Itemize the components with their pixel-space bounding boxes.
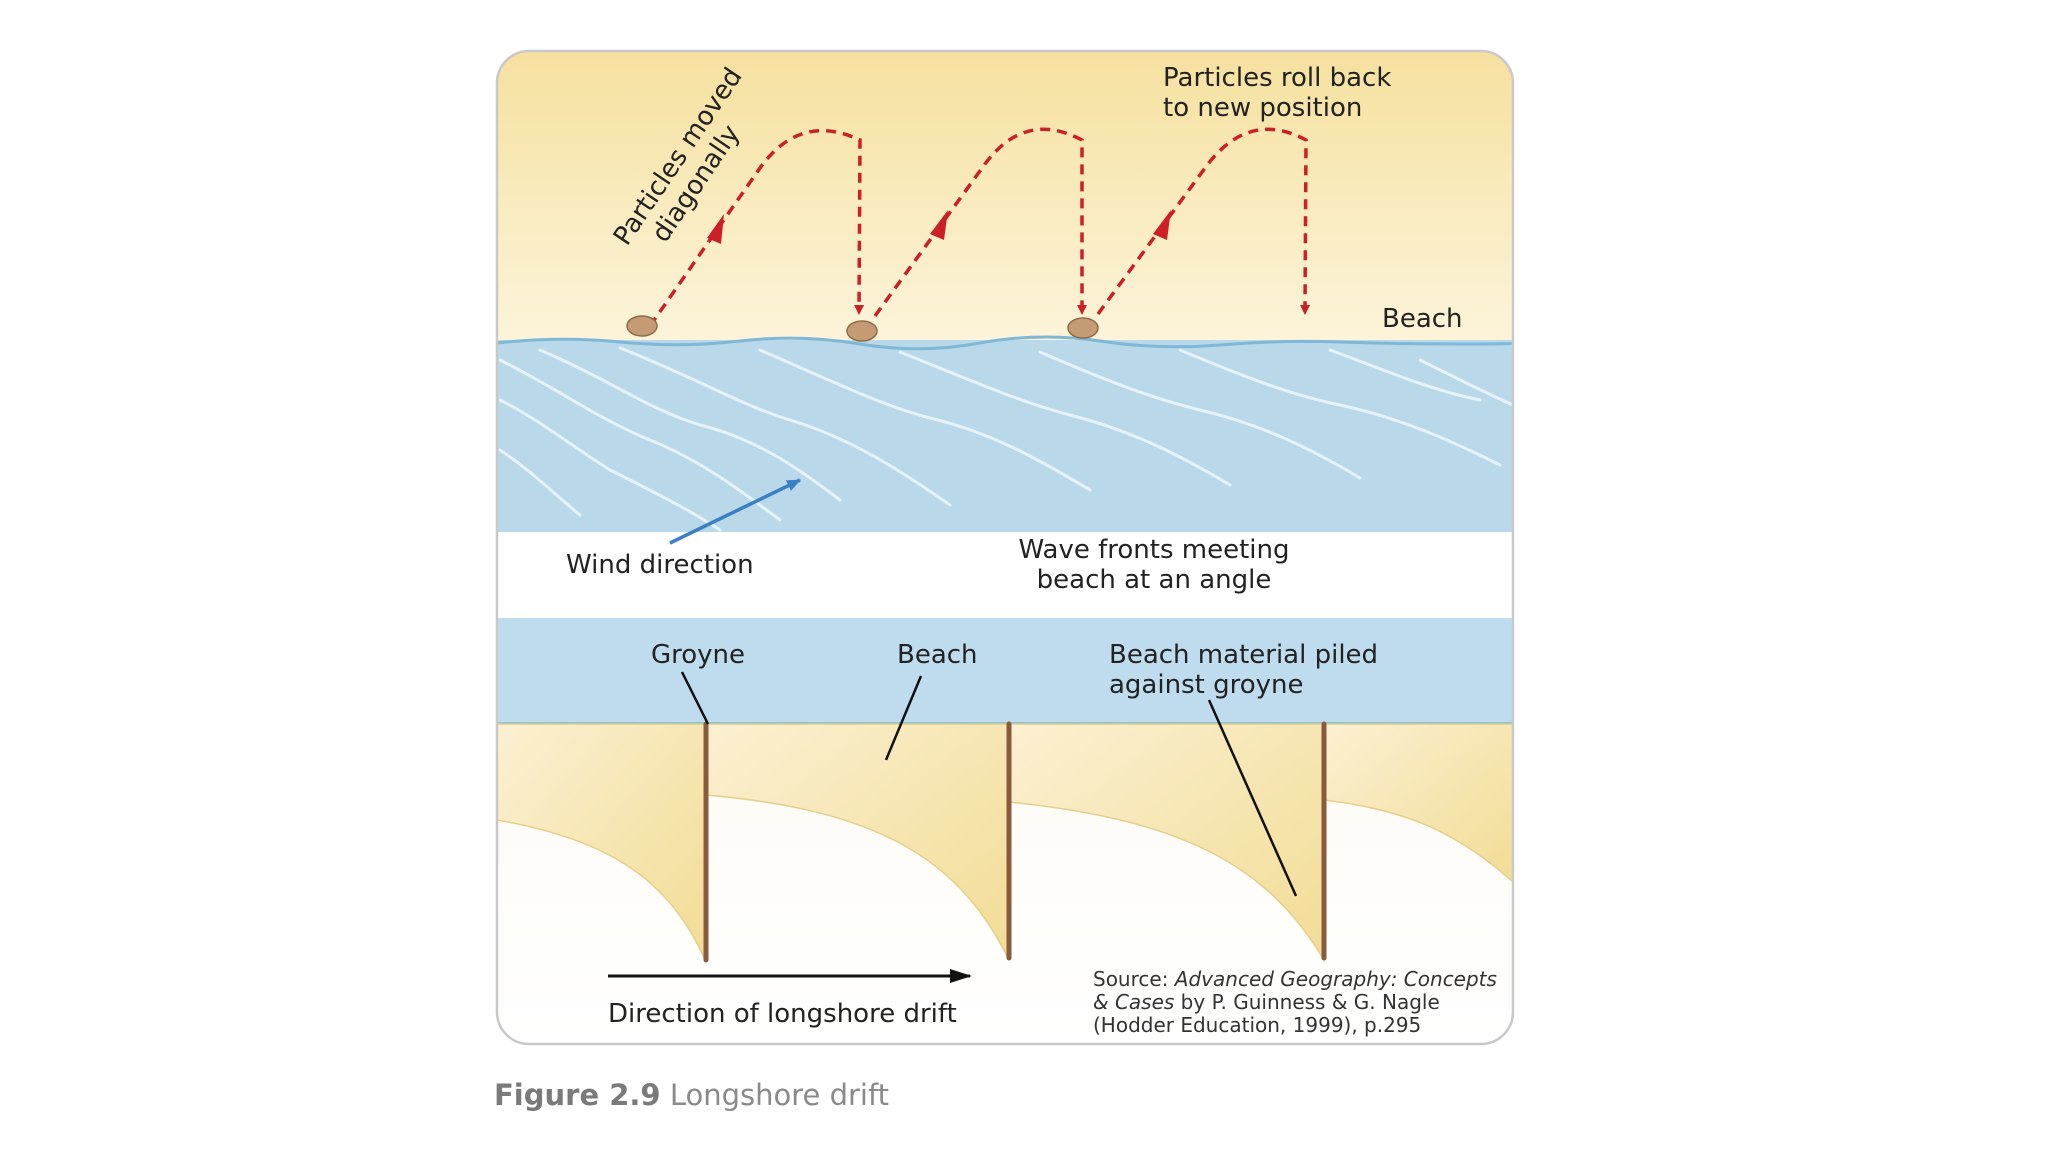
pebble-3 (1067, 317, 1099, 339)
particle-paths (648, 127, 1311, 327)
label-band (497, 532, 1513, 618)
beach-material-label-line2: against groyne (1109, 670, 1303, 700)
source-line-3: (Hodder Education, 1999), p.295 (1093, 1013, 1421, 1037)
material-leader (1207, 699, 1298, 897)
wave-fronts-label-line2: beach at an angle (1037, 565, 1272, 595)
source-authors: by P. Guinness & G. Nagle (1174, 990, 1439, 1014)
leader-lines (680, 671, 1298, 897)
particles-roll-label-line2: to new position (1163, 93, 1362, 123)
groyne-label: Groyne (651, 640, 745, 670)
arrowhead-1 (707, 214, 724, 244)
wind-direction-label: Wind direction (566, 550, 754, 580)
arrowhead-3 (1153, 210, 1171, 240)
particle-path-3 (1096, 127, 1311, 316)
figure-caption-text: Longshore drift (669, 1078, 890, 1112)
figure-frame (495, 49, 1515, 1046)
figure-number: Figure 2.9 (494, 1078, 661, 1112)
source-title-part1: Advanced Geography: Concepts (1173, 967, 1497, 991)
arrowhead-2 (930, 210, 948, 240)
shoreline (497, 335, 1513, 351)
figure-caption: Figure 2.9 Longshore drift (494, 1078, 889, 1112)
particle-path-2 (873, 127, 1087, 318)
source-prefix: Source: (1093, 967, 1175, 991)
source-title-part2: & Cases (1093, 990, 1174, 1014)
groynes (703, 721, 1327, 963)
wind-arrow (669, 478, 802, 545)
source-line-2: & Cases by P. Guinness & G. Nagle (1093, 990, 1440, 1014)
path-arrowheads (707, 210, 1171, 244)
beach-wedge-1 (497, 723, 707, 963)
pebble-2 (846, 320, 878, 342)
beach-top-label: Beach (1382, 304, 1463, 334)
pebbles (626, 315, 1099, 342)
source-citation: Source: Advanced Geography: Concepts & C… (1093, 967, 1497, 1037)
top-beach-area (497, 51, 1513, 351)
source-line-1: Source: Advanced Geography: Concepts (1093, 967, 1497, 991)
beach-leader (884, 675, 923, 761)
particles-roll-label-line1: Particles roll back (1163, 63, 1391, 93)
beach-bottom-label: Beach (897, 640, 978, 670)
pebble-1 (626, 315, 658, 337)
beach-wedge-2 (705, 723, 1010, 961)
beach-material-label-line1: Beach material piled (1109, 640, 1378, 670)
bottom-sea-strip (497, 618, 1513, 724)
wave-fronts-label-line1: Wave fronts meeting (1018, 535, 1289, 565)
wave-fronts (498, 346, 1513, 532)
groyne-leader (680, 671, 710, 725)
beach-wedge-4 (1323, 723, 1513, 884)
longshore-drift-label: Direction of longshore drift (608, 999, 957, 1029)
sea-area (497, 340, 1513, 532)
